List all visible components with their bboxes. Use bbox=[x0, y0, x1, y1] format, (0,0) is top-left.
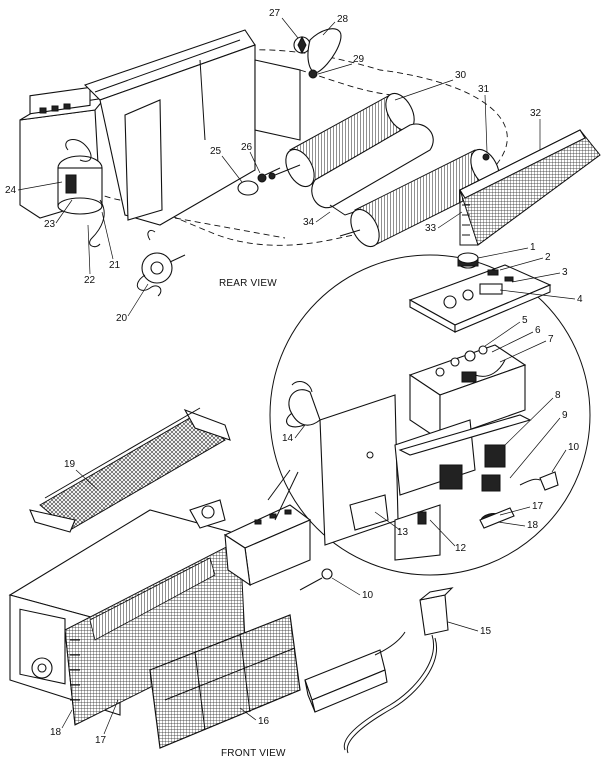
callout-25: 24 bbox=[5, 185, 17, 196]
callout-8: 8 bbox=[555, 390, 561, 401]
evaporator-coil bbox=[29, 407, 231, 533]
callout-22: 21 bbox=[109, 260, 121, 271]
power-plug-front bbox=[299, 568, 333, 591]
condenser-coil bbox=[459, 129, 601, 246]
mounting-bracket bbox=[319, 394, 532, 561]
front-view-assembly bbox=[8, 407, 454, 754]
callout-15: 14 bbox=[282, 433, 294, 444]
callout-26: 25 bbox=[210, 146, 222, 157]
callout-1: 1 bbox=[530, 242, 536, 253]
rear-view-assembly bbox=[19, 28, 601, 297]
capacitor-15 bbox=[286, 381, 321, 428]
callout-10-detail: 10 bbox=[568, 442, 580, 453]
callout-33: 32 bbox=[530, 108, 542, 119]
callout-30: 29 bbox=[353, 54, 365, 65]
control-detail-circle bbox=[269, 252, 591, 576]
front-callouts: 19 10 15 16 17 18 FRONT VIEW bbox=[50, 459, 492, 759]
callout-27: 26 bbox=[241, 142, 253, 153]
callout-10-front: 10 bbox=[362, 590, 374, 601]
callout-29: 28 bbox=[337, 14, 349, 25]
callout-3: 3 bbox=[562, 267, 568, 278]
callout-11: 17 bbox=[532, 501, 544, 512]
callout-17: 16 bbox=[258, 716, 270, 727]
front-control-panel bbox=[189, 499, 312, 587]
callout-2: 2 bbox=[545, 252, 551, 263]
callout-12: 18 bbox=[527, 520, 539, 531]
callout-32: 31 bbox=[478, 84, 490, 95]
wall-sleeve-box bbox=[304, 631, 406, 713]
callout-34: 33 bbox=[425, 223, 437, 234]
fan-motor bbox=[237, 167, 281, 196]
callout-35: 34 bbox=[303, 217, 315, 228]
callout-6: 6 bbox=[535, 325, 541, 336]
callout-4: 4 bbox=[577, 294, 583, 305]
callout-28: 27 bbox=[269, 8, 281, 19]
callout-9: 9 bbox=[562, 410, 568, 421]
air-filter bbox=[149, 614, 301, 749]
blower-wheel-upper bbox=[268, 92, 415, 188]
callout-18: 17 bbox=[95, 735, 107, 746]
compressor bbox=[57, 139, 103, 215]
rear-view-label: REAR VIEW bbox=[219, 278, 277, 289]
callout-7: 7 bbox=[548, 334, 554, 345]
wall-thermostat bbox=[343, 587, 454, 754]
callout-20: 19 bbox=[64, 459, 76, 470]
main-cabinet bbox=[8, 509, 262, 726]
control-box bbox=[408, 344, 527, 442]
rear-callouts: 27 28 29 30 31 32 25 26 24 23 21 22 34 3… bbox=[5, 8, 542, 324]
callout-13: 12 bbox=[455, 543, 467, 554]
power-plug-detail bbox=[479, 471, 559, 529]
motor-21 bbox=[136, 229, 186, 297]
blower-housing bbox=[83, 29, 301, 226]
fan-blade bbox=[293, 28, 342, 79]
detail-callouts: 1 2 3 4 5 6 7 8 9 10 17 18 12 13 14 bbox=[282, 242, 583, 554]
front-view-label: FRONT VIEW bbox=[221, 748, 286, 759]
callout-23: 22 bbox=[84, 275, 96, 286]
callout-5: 5 bbox=[522, 315, 528, 326]
callout-16: 15 bbox=[480, 626, 492, 637]
callout-19: 18 bbox=[50, 727, 62, 738]
callout-24: 23 bbox=[44, 219, 56, 230]
callout-14: 13 bbox=[397, 527, 409, 538]
callout-31: 30 bbox=[455, 70, 467, 81]
callout-21: 20 bbox=[116, 313, 128, 324]
control-knob bbox=[457, 252, 479, 269]
control-panel-cover bbox=[408, 264, 552, 333]
